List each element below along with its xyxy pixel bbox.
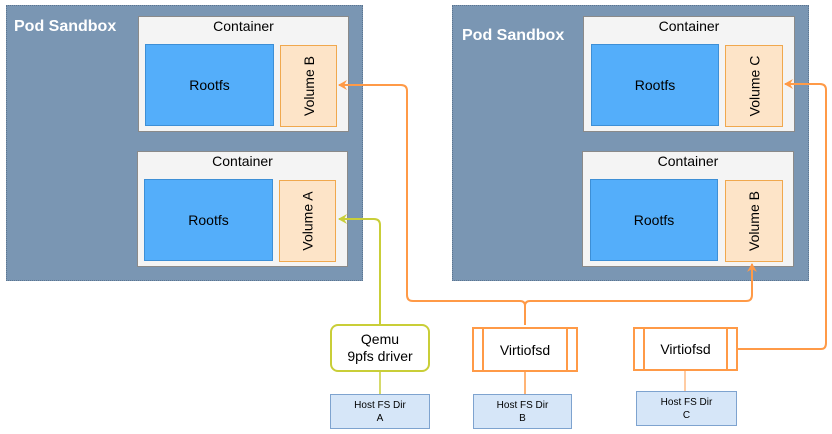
qemu-label-line2: 9pfs driver (347, 348, 413, 364)
pod-sandbox-title: Pod Sandbox (14, 18, 117, 35)
host-fs-dir-b: Host FS Dir B (473, 394, 572, 429)
volume-b: Volume B (725, 180, 783, 262)
rootfs: Rootfs (144, 179, 273, 261)
hostdir-label-line2: B (519, 412, 526, 424)
rootfs: Rootfs (591, 44, 719, 126)
container-2b: Container Rootfs Volume B (582, 151, 794, 267)
line-virtiofsd-b-to-volume-b-pod1 (338, 80, 526, 325)
line-virtiofsd-c-to-volume-c (737, 79, 827, 350)
qemu-label-line1: Qemu (360, 331, 400, 347)
host-fs-dir-c: Host FS Dir C (636, 391, 737, 426)
container-1a: Container Rootfs Volume B (138, 16, 349, 132)
container-title: Container (658, 18, 720, 34)
container-title: Container (657, 153, 719, 169)
hostdir-label-line1: Host FS Dir (660, 396, 713, 408)
process-bar-right (566, 329, 568, 370)
hostdir-label-line2: C (682, 409, 691, 421)
container-1b: Container Rootfs Volume A (137, 151, 348, 267)
virtiofsd-b: Virtiofsd (472, 327, 578, 372)
line-virtiofsd-b-to-volume-b-pod2 (524, 263, 757, 307)
hostdir-label-line1: Host FS Dir (354, 399, 406, 411)
rootfs: Rootfs (590, 179, 718, 261)
rootfs: Rootfs (145, 44, 274, 126)
process-bar-right (726, 329, 728, 369)
pod-sandbox-title: Pod Sandbox (462, 27, 565, 44)
rootfs-label: Rootfs (189, 77, 230, 93)
container-title: Container (212, 153, 273, 169)
hostdir-label-line1: Host FS Dir (496, 399, 549, 411)
host-fs-dir-a: Host FS Dir A (330, 394, 430, 429)
container-title: Container (213, 18, 274, 34)
process-bar-left (482, 329, 484, 370)
volume-b: Volume B (280, 45, 337, 127)
container-2a: Container Rootfs Volume C (583, 16, 795, 132)
volume-a: Volume A (279, 180, 336, 262)
line-9p-to-volume-a (338, 214, 381, 324)
process-bar-left (643, 329, 645, 369)
volume-c: Volume C (725, 45, 783, 127)
virtiofsd-c: Virtiofsd (633, 327, 738, 371)
hostdir-label-line2: A (376, 412, 384, 424)
virtiofsd-label: Virtiofsd (660, 341, 711, 357)
virtiofsd-label: Virtiofsd (499, 341, 551, 358)
qemu-9pfs-driver: Qemu 9pfs driver (330, 324, 430, 372)
rootfs-label: Rootfs (634, 77, 676, 93)
rootfs-label: Rootfs (188, 212, 229, 228)
rootfs-label: Rootfs (633, 212, 675, 228)
